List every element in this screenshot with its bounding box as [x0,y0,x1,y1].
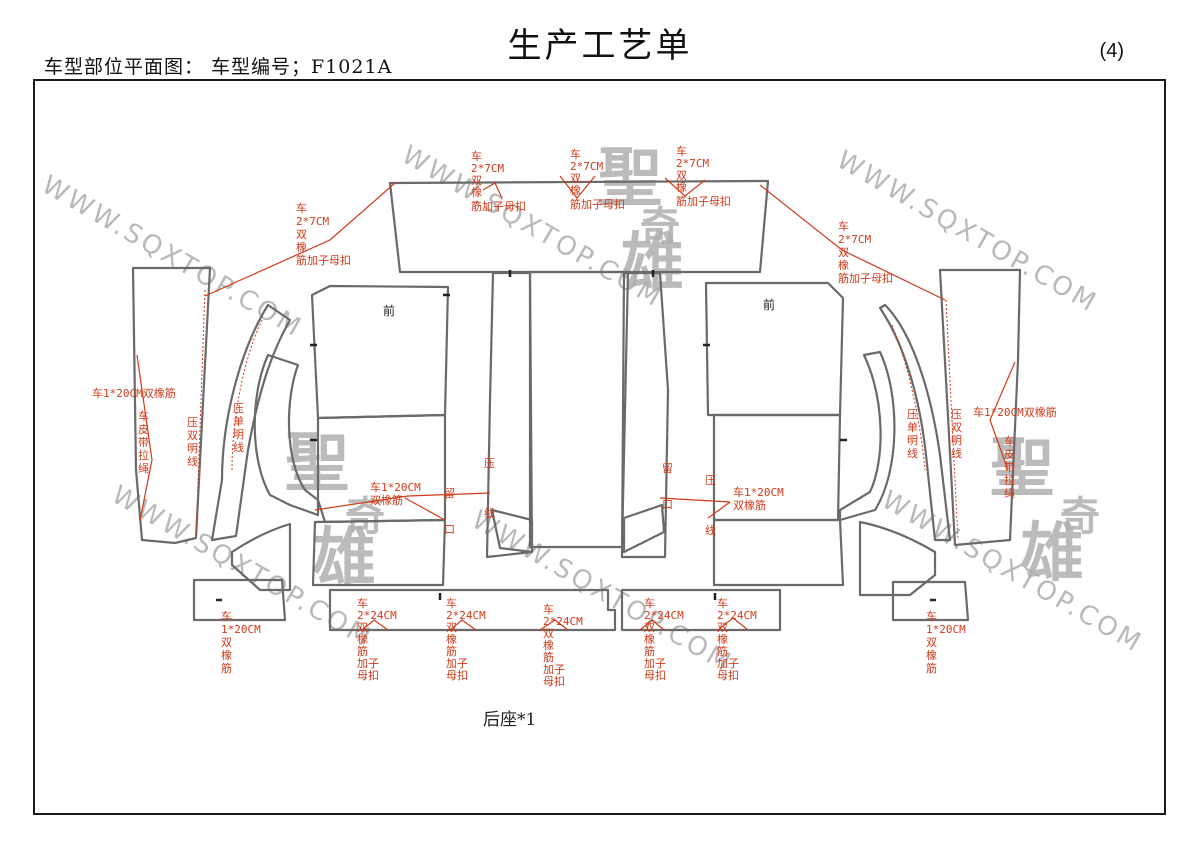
center-back-panel [528,270,630,549]
front-label-right: 前 [763,297,775,312]
left-bottom-corner [192,578,287,622]
right-wheel-arch [838,350,896,522]
pattern-pieces [131,179,1022,632]
annotation-leave-open-left: 留 口 [444,487,462,536]
right-bottom-corner [891,580,970,622]
page-title: 生产工艺单 [507,26,693,66]
annotation-bottom-corner-right: 车 1*20CM 双 橡 筋 [926,609,972,675]
left-gusset-flap [490,508,534,554]
annotation-side-left-elastic: 车1*20CM双橡筋 [92,386,176,400]
left-seat-cushion-rear [311,518,447,587]
left-curved-bolster [210,303,292,542]
watermark-brand-char: 奇 [1060,493,1100,540]
annotation-bottom-strip-5: 车 2*24CM 双 橡 筋 加子 母扣 [717,596,763,682]
right-side-flap [938,268,1022,547]
watermark-url: WWW.SQXTOP.COM [467,505,738,679]
annotation-side-right-elastic: 车1*20CM双橡筋 [973,405,1057,419]
right-seat-cushion-rear [712,518,845,587]
annotation-top-right-flap: 车 2*7CM 双 橡 筋加子母扣 [838,219,893,285]
left-gusset [485,271,534,559]
right-gusset-flap [622,503,666,554]
watermark-brand-char: 雄 [620,226,684,301]
bottom-strip-right [620,588,782,632]
watermark-url: WWW.SQXTOP.COM [37,170,308,344]
watermark-brand-char: 奇 [640,203,680,250]
annotation-press-double-right: 压 双 明 线 [951,408,969,460]
annotation-center-left-elastic: 车1*20CM 双橡筋 [370,480,427,507]
annotation-bottom-corner-left: 车 1*20CM 双 橡 筋 [221,609,267,675]
leader-lines [136,175,1016,631]
left-side-flap [131,266,212,545]
right-curved-bolster [878,303,952,542]
annotation-press-line-left: 压 线 [484,457,502,520]
page-number: (4) [1099,40,1124,62]
drawing-frame [33,79,1166,815]
annotation-press-single-left: 压 单 明 线 [233,402,251,454]
left-seat-cushion-front [310,284,450,420]
right-seat-cushion-front [704,281,845,417]
annotation-press-line-right: 压 线 [705,474,723,537]
annotation-press-double-left: 压 双 明 线 [187,416,205,468]
annotation-bottom-strip-1: 车 2*24CM 双 橡 筋 加子 母扣 [357,596,403,682]
right-gusset [620,271,670,559]
annotation-top-panel-2: 车 2*7CM 双 橡 筋加子母扣 [570,147,625,211]
annotation-side-left-cord: 车 皮 带 拉 绳 [138,409,156,475]
vehicle-model-subtitle: 车型部位平面图： 车型编号；F1021A [44,56,393,78]
annotation-center-right-elastic: 车1*20CM 双橡筋 [733,485,790,512]
bottom-strip-left [328,588,617,632]
annotation-bottom-strip-3: 车 2*24CM 双 橡 筋 加子 母扣 [543,602,589,688]
watermark-brand-char: 聖 [990,431,1054,506]
annotation-side-right-cord: 车 皮 带 拉 绳 [1004,434,1022,500]
annotation-top-left-flap: 车 2*7CM 双 橡 筋加子母扣 [296,201,351,267]
front-label-left: 前 [383,303,395,318]
rear-seat-label: 后座*1 [483,710,536,730]
annotation-press-single-right: 压 单 明 线 [907,408,925,460]
watermark-brand-char: 雄 [312,521,376,596]
annotation-bottom-strip-2: 车 2*24CM 双 橡 筋 加子 母扣 [446,596,492,682]
annotations: 车 2*7CM 双 橡 筋加子母扣 车 2*7CM 双 橡 筋加子母扣 车 2*… [92,144,1057,688]
annotation-bottom-strip-4: 车 2*24CM 双 橡 筋 加子 母扣 [644,596,690,682]
left-corner-piece [230,522,292,592]
watermark-brand-char: 聖 [598,141,662,216]
notch-marks [216,270,936,602]
annotation-top-panel-3: 车 2*7CM 双 橡 筋加子母扣 [676,144,731,208]
annotation-top-panel-1: 车 2*7CM 双 橡 筋加子母扣 [471,149,526,213]
top-backrest-panel [388,179,770,274]
watermark-brand-char: 雄 [1020,516,1084,591]
left-wheel-arch [253,353,320,517]
annotation-leave-open-right: 留 口 [662,462,680,511]
